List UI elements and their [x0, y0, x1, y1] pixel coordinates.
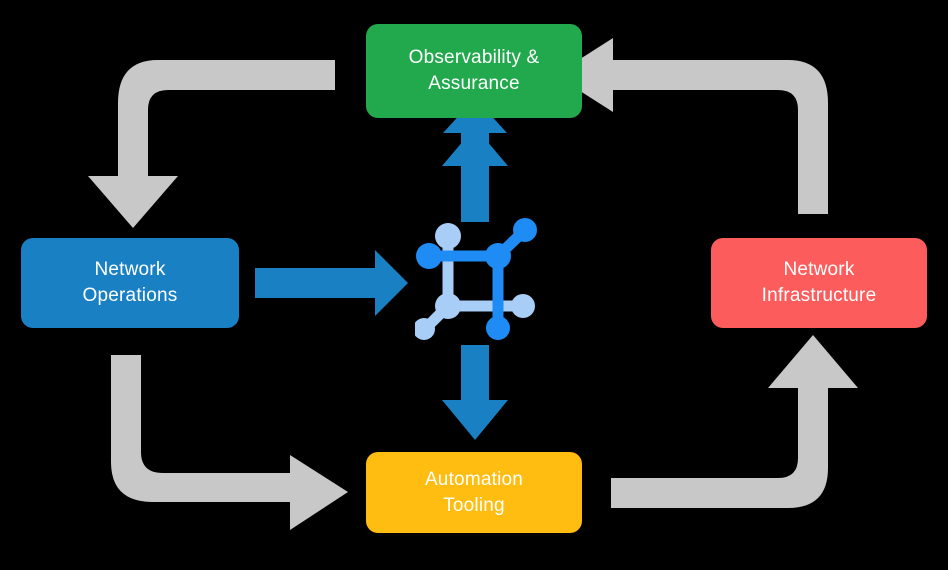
- icon-node-bottom: [486, 316, 510, 340]
- icon-node-lower-left: [415, 318, 435, 340]
- icon-node-center-lower: [435, 293, 461, 319]
- arrow-automation-to-infrastructure: [611, 335, 858, 508]
- network-topology-icon: [415, 218, 537, 340]
- icon-node-upper-right: [513, 218, 537, 242]
- node-label-network-infrastructure: Network Infrastructure: [761, 259, 877, 306]
- node-box-network-operations[interactable]: Network Operations: [21, 238, 239, 328]
- icon-node-right: [511, 294, 535, 318]
- node-box-automation-tooling[interactable]: Automation Tooling: [366, 452, 582, 533]
- arrow-infrastructure-to-observability: [555, 38, 828, 214]
- arrow-center-to-automation-shaft: [461, 345, 489, 407]
- icon-node-hub: [485, 243, 511, 269]
- arrow-center-to-automation-head: [442, 400, 508, 440]
- icon-node-top: [435, 223, 461, 249]
- node-label-observability: Observability & Assurance: [408, 47, 540, 94]
- node-label-automation-tooling: Automation Tooling: [424, 468, 524, 516]
- arrow-observability-to-operations: [88, 60, 335, 228]
- node-box-network-infrastructure[interactable]: Network Infrastructure: [711, 238, 927, 328]
- node-label-network-operations: Network Operations: [82, 259, 178, 306]
- arrow-center-to-observability-head: [442, 127, 508, 166]
- arrow-operations-to-center: [255, 250, 408, 316]
- node-box-observability[interactable]: Observability & Assurance: [366, 24, 582, 118]
- arrow-operations-to-automation: [111, 355, 348, 530]
- icon-node-left: [416, 243, 442, 269]
- arrow-center-to-observability-shaft: [461, 160, 489, 222]
